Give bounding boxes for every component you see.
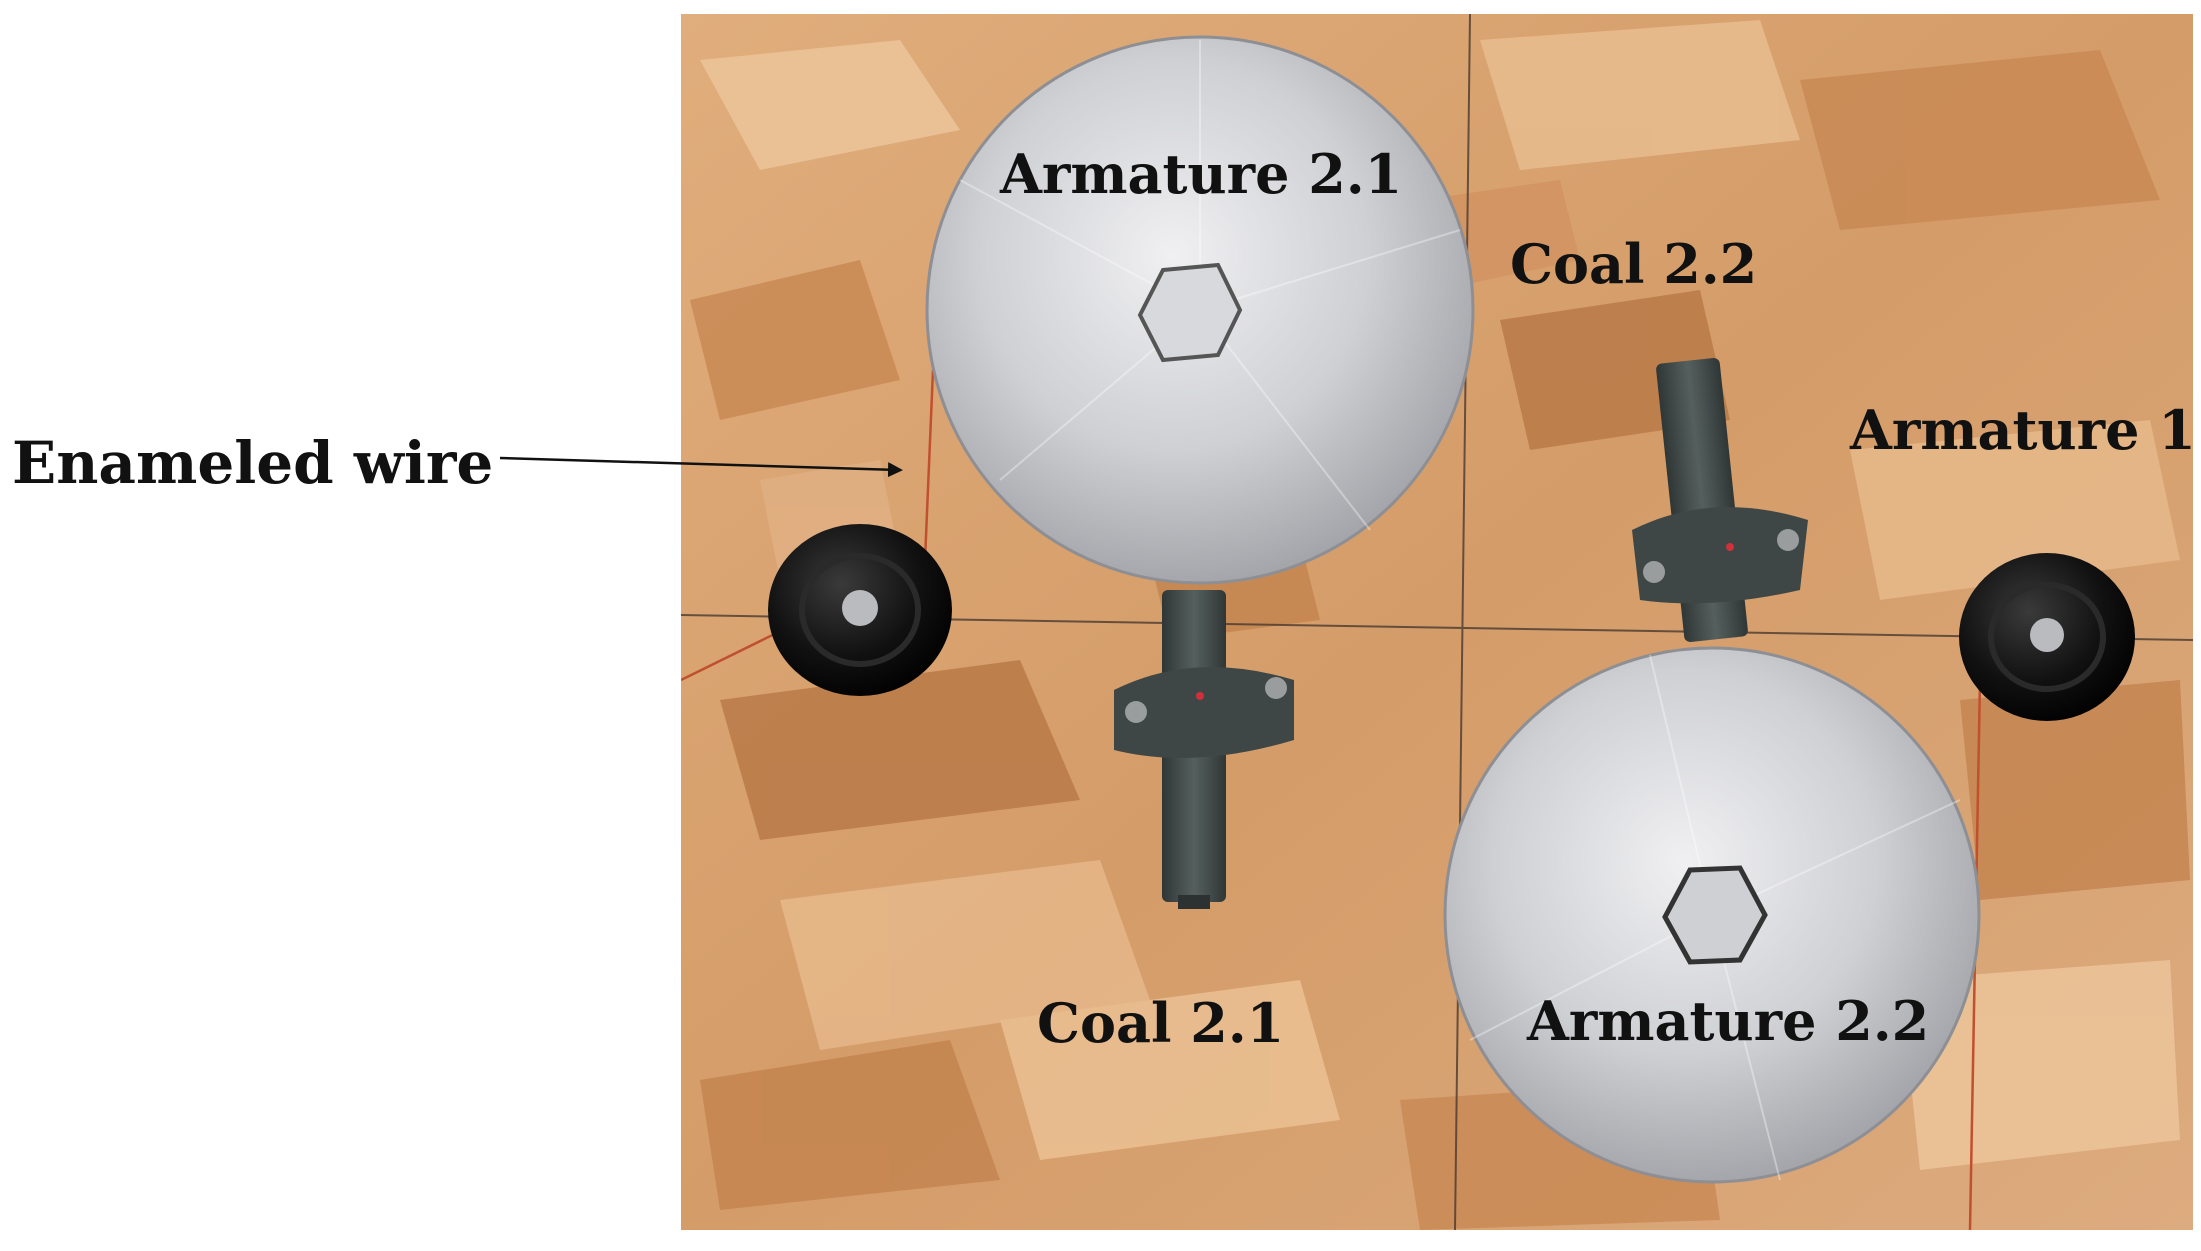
label-coal-2-1: Coal 2.1	[1037, 991, 1284, 1055]
wire-pointer-arrow	[499, 456, 903, 478]
roller-right	[1959, 553, 2135, 721]
photograph	[681, 14, 2193, 1230]
label-armature-2-1: Armature 2.1	[999, 142, 1402, 206]
armature-2-1-disc	[925, 35, 1475, 585]
label-armature-2-2: Armature 2.2	[1526, 989, 1929, 1053]
wood-chips	[690, 20, 2190, 1230]
label-enameled-wire: Enameled wire	[12, 429, 493, 497]
armature-2-2-disc	[1443, 646, 1981, 1184]
coal-2-1-brush-holder	[1114, 590, 1294, 909]
coal-2-2-brush-holder	[1632, 358, 1808, 642]
hex-bolt	[1137, 262, 1243, 363]
hex-bolt	[1662, 865, 1768, 965]
label-coal-2-2: Coal 2.2	[1510, 232, 1757, 296]
roller-left	[768, 524, 952, 696]
label-armature-1: Armature 1	[1849, 398, 2196, 462]
